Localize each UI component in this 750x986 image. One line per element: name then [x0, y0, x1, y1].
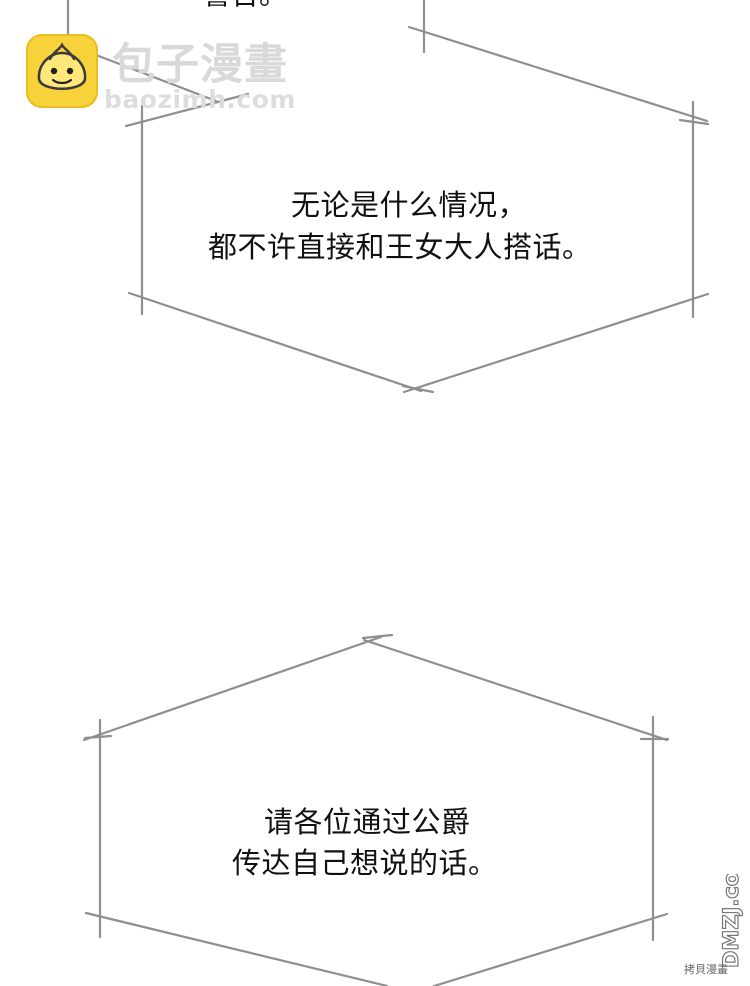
lower-frame-bottom-right	[432, 912, 669, 986]
lower-frame-left-tick	[83, 734, 113, 740]
lower-frame-top-tick	[361, 633, 394, 640]
side-watermark-icon: DMZJ.com	[718, 874, 743, 969]
middle-frame-top-right-tick	[678, 118, 710, 126]
side-brand-text: DMZJ.com	[719, 874, 743, 968]
lower-frame-top-left	[82, 635, 383, 742]
speech-line: 传达自己想说的话。	[232, 846, 498, 880]
top-frame-upper-right-line	[407, 25, 709, 123]
speech-line: 无论是什么情况，	[291, 188, 528, 222]
bun-logo-icon	[37, 42, 87, 90]
watermark-domain: baozimh.com	[104, 85, 296, 114]
watermark-title: 包子漫畫	[112, 40, 288, 90]
middle-frame-bottom-right	[402, 292, 710, 394]
bun-logo-icon	[26, 34, 98, 108]
lower-frame-bottom-left	[84, 911, 389, 986]
speech-line: 请各位通过公爵	[264, 805, 471, 839]
middle-frame-bottom-left	[127, 291, 423, 393]
cut-off-caption: 警告。	[203, 0, 287, 12]
middle-frame-bottom-tick	[401, 384, 435, 394]
side-credit: 拷貝漫畫	[684, 963, 728, 976]
speech-line: 都不许直接和王女大人搭话。	[208, 230, 592, 264]
lower-frame-top-right	[362, 638, 669, 742]
middle-frame-left-top	[124, 92, 250, 128]
